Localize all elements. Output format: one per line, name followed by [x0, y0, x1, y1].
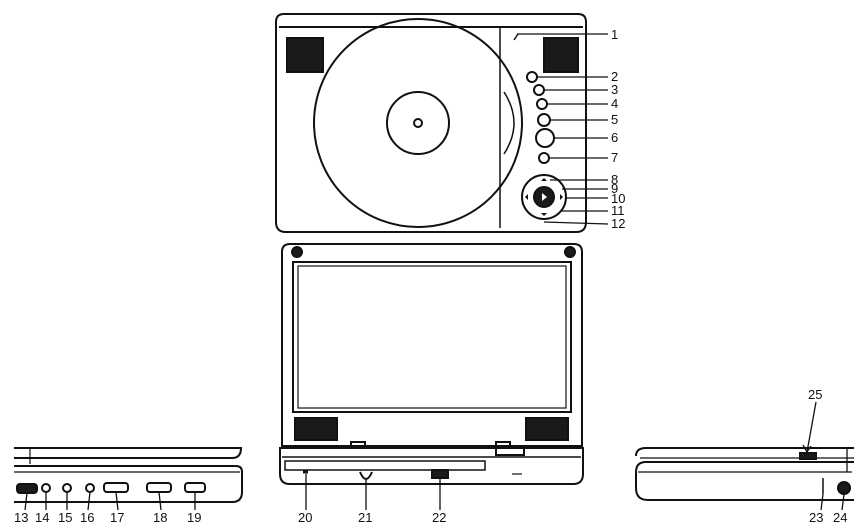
leader-17 — [115, 491, 119, 511]
port-17 — [103, 482, 129, 493]
navigation-pad — [521, 174, 567, 220]
callout-6: 6 — [611, 130, 618, 145]
front-curve — [503, 91, 515, 155]
callout-24: 24 — [833, 510, 847, 524]
callout-22: 22 — [432, 510, 446, 524]
right-side-view — [635, 447, 854, 501]
port-15 — [62, 483, 72, 493]
screen-bezel — [281, 243, 583, 447]
disc-hub — [386, 91, 450, 155]
callout-15: 15 — [58, 510, 72, 524]
port-16 — [85, 483, 95, 493]
right-side-body — [635, 461, 854, 501]
leader-16 — [87, 491, 91, 511]
front-slot — [284, 460, 486, 471]
lcd-screen-outer — [292, 261, 572, 413]
callout-25: 25 — [808, 387, 822, 402]
callout-3: 3 — [611, 82, 618, 97]
button-2 — [526, 71, 538, 83]
side-leader-lines — [24, 401, 845, 511]
callout-9: 9 — [611, 181, 618, 196]
bezel-left-dot — [291, 246, 303, 258]
callout-21: 21 — [358, 510, 372, 524]
lcd-screen-inner — [297, 265, 567, 409]
right-side-latch — [799, 452, 817, 460]
callout-19: 19 — [187, 510, 201, 524]
top-right-speaker — [543, 37, 579, 73]
leader-12 — [543, 221, 609, 225]
bezel-right-dot — [564, 246, 576, 258]
callout-13: 13 — [14, 510, 28, 524]
left-side-view — [14, 447, 243, 503]
callout-5: 5 — [611, 112, 618, 127]
callout-10: 10 — [611, 191, 625, 206]
callout-11: 11 — [611, 203, 625, 218]
front-latch — [495, 447, 525, 456]
port-14 — [41, 483, 51, 493]
front-left-speaker — [294, 417, 338, 441]
front-power-switch — [431, 469, 449, 479]
callout-1: 1 — [611, 27, 618, 42]
leader-23 — [820, 493, 824, 511]
open-switch-icon — [513, 33, 519, 41]
leader-25-arrow — [802, 444, 812, 453]
port-19 — [184, 482, 206, 493]
front-right-speaker — [525, 417, 569, 441]
callout-12: 12 — [611, 216, 625, 231]
button-6 — [535, 128, 555, 148]
callout-7: 7 — [611, 150, 618, 165]
front-leader-lines — [305, 474, 441, 510]
callout-17: 17 — [110, 510, 124, 524]
top-leader-lines — [517, 33, 609, 225]
right-side-jack — [837, 481, 851, 495]
callout-23: 23 — [809, 510, 823, 524]
leader-13 — [24, 492, 28, 511]
top-left-speaker — [286, 37, 324, 73]
button-5 — [537, 113, 551, 127]
port-18 — [146, 482, 172, 493]
play-icon — [542, 193, 547, 201]
top-view-body — [275, 13, 587, 233]
front-notch — [359, 471, 373, 480]
callout-8: 8 — [611, 172, 618, 187]
button-3 — [533, 84, 545, 96]
disc-spindle — [413, 118, 423, 128]
button-7 — [538, 152, 550, 164]
disc-tray — [313, 18, 523, 228]
button-4 — [536, 98, 548, 110]
leader-24 — [841, 493, 845, 511]
callout-18: 18 — [153, 510, 167, 524]
front-view-unit — [279, 243, 584, 485]
callout-2: 2 — [611, 69, 618, 84]
leader-18 — [158, 491, 162, 511]
port-13 — [16, 483, 38, 494]
callout-14: 14 — [35, 510, 49, 524]
front-base — [279, 447, 584, 485]
left-side-top — [14, 447, 243, 459]
callout-labels: 1 2 3 4 5 6 7 8 9 10 11 12 13 14 15 16 1… — [14, 27, 847, 525]
callout-16: 16 — [80, 510, 94, 524]
callout-20: 20 — [298, 510, 312, 524]
leader-25 — [806, 401, 817, 453]
right-side-top — [635, 447, 854, 457]
callout-4: 4 — [611, 96, 618, 111]
top-view-unit — [275, 13, 587, 233]
left-side-body — [14, 465, 243, 503]
